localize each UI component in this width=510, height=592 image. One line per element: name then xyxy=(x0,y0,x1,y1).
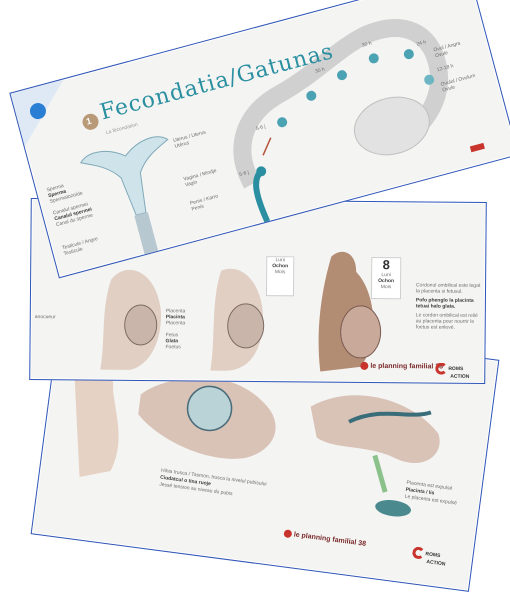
cord-text-7: foetus est enlevé. xyxy=(416,324,455,330)
planning-logo-icon xyxy=(360,362,368,370)
fetus-1 xyxy=(125,305,157,345)
placenta-label-3: Placenta xyxy=(166,320,186,326)
ovary xyxy=(348,89,436,163)
week-box-1: Luni Ochon Mois xyxy=(266,256,294,296)
arrow-icon xyxy=(259,138,274,156)
mini-logo xyxy=(470,143,485,152)
birth-canal xyxy=(305,389,444,467)
week-2-number: 8 xyxy=(372,258,400,272)
embryo-5 xyxy=(276,116,288,128)
embryo-2 xyxy=(368,52,380,64)
fetus-3 xyxy=(340,306,380,358)
uterine-wall xyxy=(252,171,274,222)
planning-familial-logo: le planning familial 38 xyxy=(360,362,443,371)
fetus-2 xyxy=(228,304,264,348)
week-box-2: 8 Luni Ochon Mois xyxy=(371,257,401,299)
fetus-label-3: Foetus xyxy=(165,344,180,350)
week-1-line-3: Mois xyxy=(267,269,293,275)
placenta-expelled xyxy=(374,498,412,519)
embryo-3 xyxy=(336,69,348,81)
week-2-line-3: Mois xyxy=(372,284,400,290)
rome-logo-line-1: ROMS xyxy=(425,551,441,559)
uterus-diagram xyxy=(79,134,184,226)
cord-text-4: tetuai halo glata. xyxy=(416,303,456,309)
planning-logo-icon xyxy=(283,529,292,538)
embryo-4 xyxy=(305,90,317,102)
rome-logo-line-1: ROMS xyxy=(448,366,463,372)
penis-diagram xyxy=(134,212,158,254)
side-text: anocueur xyxy=(35,314,56,320)
rome-logo-line-2: ACTION xyxy=(435,374,469,380)
egg-1 xyxy=(403,48,415,60)
rome-action-logo: ROMS ACTION xyxy=(435,363,469,380)
planning-logo-text: le planning familial 38 xyxy=(370,363,443,371)
arrow-down-icon xyxy=(370,455,389,492)
cord-text-2: la placenta si fetusul. xyxy=(416,288,463,294)
